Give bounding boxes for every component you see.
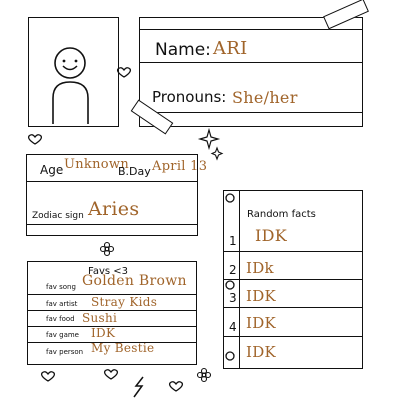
fav-label: fav game [46, 331, 79, 339]
fact-value: IDk [246, 259, 274, 277]
divider [27, 326, 197, 327]
fact-number: 3 [229, 291, 237, 305]
fav-label: fav song [46, 283, 76, 291]
divider [27, 342, 197, 343]
divider [223, 336, 363, 337]
avatar-frame [28, 17, 119, 127]
divider [27, 294, 197, 295]
fact-value: IDK [255, 226, 288, 245]
pronouns-value: She/her [232, 88, 298, 107]
fav-label: fav food [46, 315, 75, 323]
divider [139, 62, 363, 63]
age-value: Unknown [64, 157, 130, 172]
fav-value: My Bestie [91, 341, 155, 355]
divider [139, 29, 363, 30]
favs-title: Favs <3 [88, 266, 129, 277]
divider [223, 251, 363, 252]
fav-value: IDK [91, 326, 116, 340]
divider [26, 224, 198, 225]
name-value: ARI [213, 38, 248, 59]
divider [26, 181, 198, 182]
divider [223, 279, 363, 280]
fav-label: fav artist [46, 300, 78, 308]
fav-value: Stray Kids [91, 295, 158, 309]
favs-panel [27, 261, 197, 365]
bday-label: B.Day [118, 165, 151, 178]
fav-value: Sushi [82, 311, 118, 325]
zodiac-value: Aries [88, 198, 140, 220]
fav-value: Golden Brown [82, 273, 187, 289]
fact-value: IDK [246, 314, 277, 332]
age-label: Age [40, 163, 64, 177]
divider [223, 307, 363, 308]
name-label: Name: [155, 40, 211, 60]
bday-value: April 13 [152, 159, 208, 174]
fact-value: IDK [246, 343, 277, 361]
fact-number: 4 [229, 320, 237, 334]
divider [139, 112, 363, 113]
pronouns-label: Pronouns: [152, 88, 227, 106]
name-panel [139, 17, 363, 127]
details-panel [26, 154, 198, 236]
fact-number: 1 [229, 234, 237, 248]
fact-value: IDK [246, 287, 277, 305]
fact-number: 2 [229, 263, 237, 277]
divider [27, 310, 197, 311]
fav-label: fav person [46, 348, 84, 356]
zodiac-label: Zodiac sign [32, 211, 84, 221]
random-facts-title: Random facts [247, 209, 316, 220]
